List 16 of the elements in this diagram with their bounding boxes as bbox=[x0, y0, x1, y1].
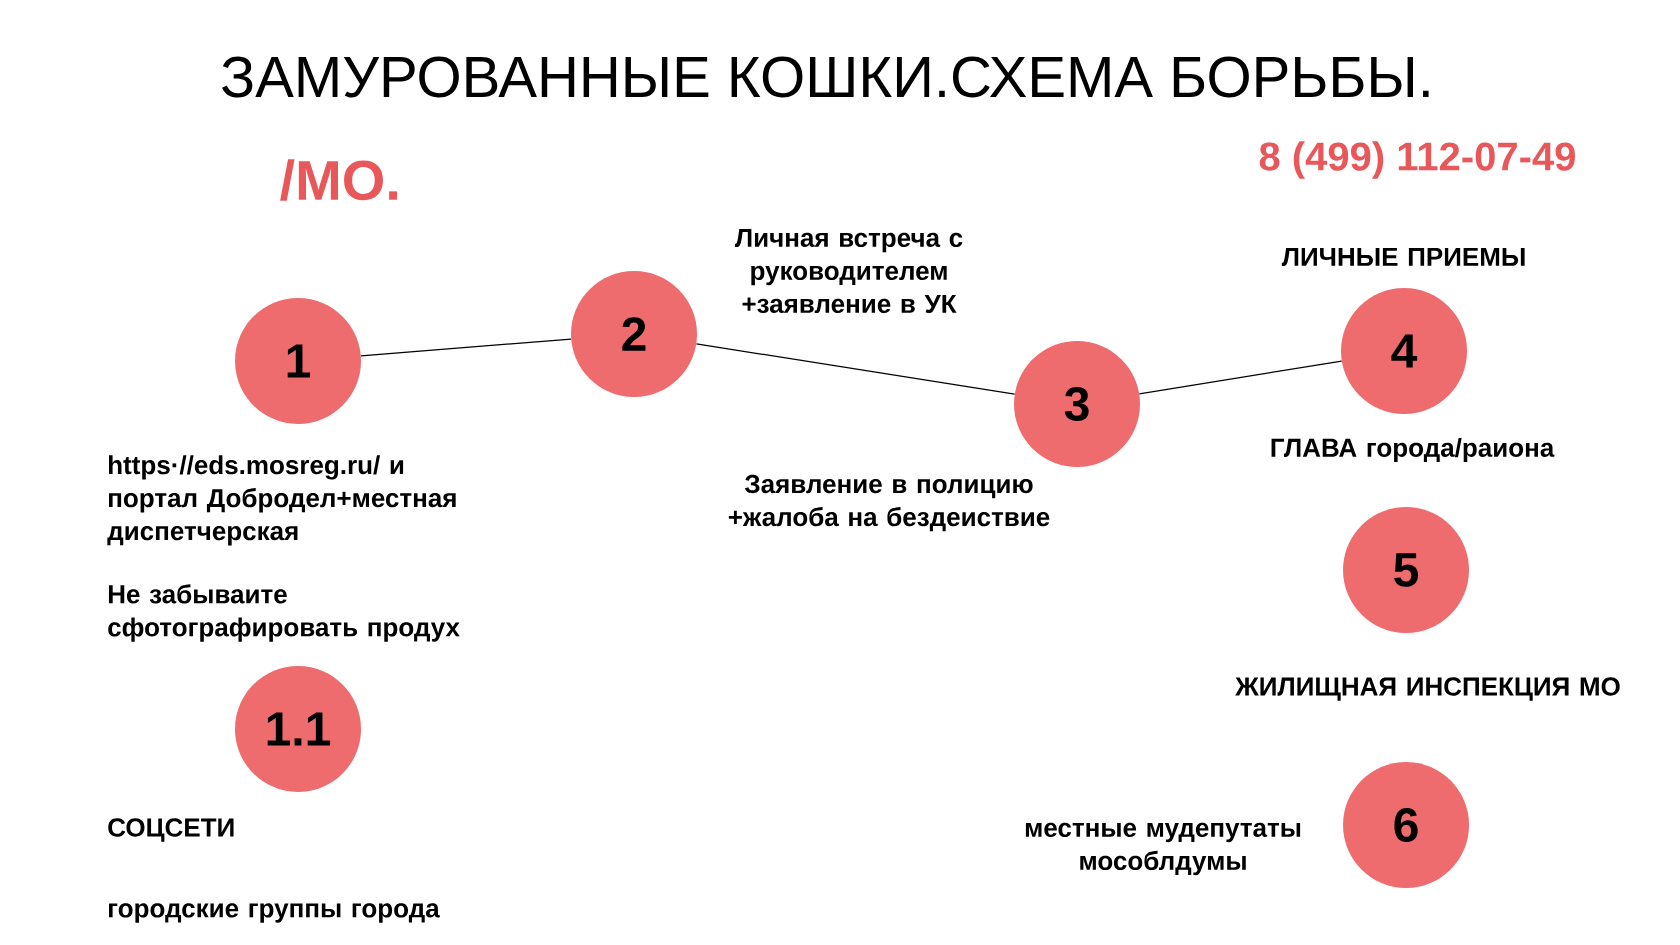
note-text: городские группы города bbox=[109, 903, 440, 923]
note-text: ЖИЛИЩНАЯ ИНСПЕКЦИЯ МО bbox=[1235, 677, 1620, 701]
title: ЗАМУРОВАННЫЕ КОШКИ.СХЕМА БОРЬБЫ. bbox=[222, 56, 1429, 98]
note-text: СОЦСЕТИ bbox=[108, 818, 234, 842]
heading-text: 8 (499) 112-07-49 bbox=[1259, 141, 1575, 179]
note-text: Личная встреча с руководителем +заявление в УК bbox=[735, 228, 963, 314]
note-text: местные мудепутаты мособлдумы bbox=[1025, 822, 1301, 876]
connector-line bbox=[695, 343, 1016, 395]
note-text: ЛИЧНЫЕ ПРИЕМЫ bbox=[1281, 247, 1525, 267]
heading-text: /МО. bbox=[280, 159, 397, 201]
note-text: https·//eds.mosreg.ru/ и портал Добродел+местная диспетчерская bbox=[107, 455, 456, 546]
note-text: ГЛАВА города/раиона bbox=[1271, 437, 1555, 463]
note-text: Не забываите сфотографировать продух bbox=[108, 584, 460, 642]
connector-line bbox=[360, 338, 572, 357]
note-text: Заявление в полицию +жалоба на бездеиствие bbox=[728, 474, 1050, 532]
connector-line bbox=[1138, 360, 1343, 395]
